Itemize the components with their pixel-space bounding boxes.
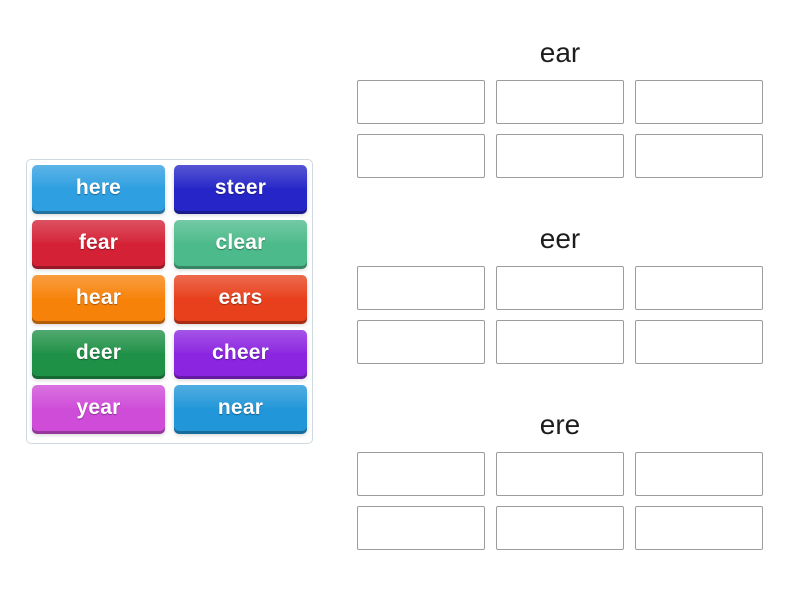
word-tile-here[interactable]: here <box>32 165 165 211</box>
slot-row <box>357 452 763 496</box>
word-tile-label: ears <box>218 286 263 309</box>
group-ere: ere <box>357 408 763 550</box>
word-tile-label: clear <box>215 231 266 254</box>
word-tile-cheer[interactable]: cheer <box>174 330 307 376</box>
drop-slot-ear-1[interactable] <box>357 80 485 124</box>
group-ear: ear <box>357 36 763 178</box>
drop-slot-ere-6[interactable] <box>635 506 763 550</box>
word-tile-clear[interactable]: clear <box>174 220 307 266</box>
slot-row <box>357 134 763 178</box>
word-bank-row: year near <box>32 385 307 431</box>
word-tile-near[interactable]: near <box>174 385 307 431</box>
group-title-ear: ear <box>539 37 581 68</box>
drop-slot-ear-2[interactable] <box>496 80 624 124</box>
word-tile-label: here <box>75 176 122 199</box>
drop-slot-eer-2[interactable] <box>496 266 624 310</box>
word-bank-row: fear clear <box>32 220 307 266</box>
word-tile-label: hear <box>75 286 122 309</box>
word-tile-hear[interactable]: hear <box>32 275 165 321</box>
slot-row <box>357 320 763 364</box>
drop-slot-ere-1[interactable] <box>357 452 485 496</box>
word-tile-label: cheer <box>211 341 270 364</box>
drop-slot-eer-5[interactable] <box>496 320 624 364</box>
group-title-eer: eer <box>539 223 581 254</box>
word-tile-steer[interactable]: steer <box>174 165 307 211</box>
word-tile-ears[interactable]: ears <box>174 275 307 321</box>
drop-slot-ear-5[interactable] <box>496 134 624 178</box>
word-tile-label: year <box>76 396 121 419</box>
drop-slot-eer-6[interactable] <box>635 320 763 364</box>
drop-slot-eer-4[interactable] <box>357 320 485 364</box>
slot-row <box>357 506 763 550</box>
word-bank-row: deer cheer <box>32 330 307 376</box>
group-title-ere: ere <box>539 409 581 440</box>
drop-slot-ere-5[interactable] <box>496 506 624 550</box>
word-tile-deer[interactable]: deer <box>32 330 165 376</box>
drop-slot-ear-6[interactable] <box>635 134 763 178</box>
word-tile-label: steer <box>214 176 267 199</box>
drop-slot-ear-3[interactable] <box>635 80 763 124</box>
drop-slot-ere-4[interactable] <box>357 506 485 550</box>
drop-slot-eer-1[interactable] <box>357 266 485 310</box>
word-tile-label: fear <box>78 231 119 254</box>
group-eer: eer <box>357 222 763 364</box>
drop-slot-ear-4[interactable] <box>357 134 485 178</box>
drop-slot-eer-3[interactable] <box>635 266 763 310</box>
drop-slot-ere-2[interactable] <box>496 452 624 496</box>
word-tile-label: near <box>217 396 264 419</box>
word-bank-row: hear ears <box>32 275 307 321</box>
slot-row <box>357 80 763 124</box>
drop-zone-area: ear eer ere <box>357 0 767 600</box>
word-bank-row: here steer <box>32 165 307 211</box>
slot-row <box>357 266 763 310</box>
word-tile-label: deer <box>75 341 122 364</box>
drop-slot-ere-3[interactable] <box>635 452 763 496</box>
word-tile-year[interactable]: year <box>32 385 165 431</box>
word-bank-panel: here steer fear clear hear ears deer che… <box>26 159 313 444</box>
word-tile-fear[interactable]: fear <box>32 220 165 266</box>
